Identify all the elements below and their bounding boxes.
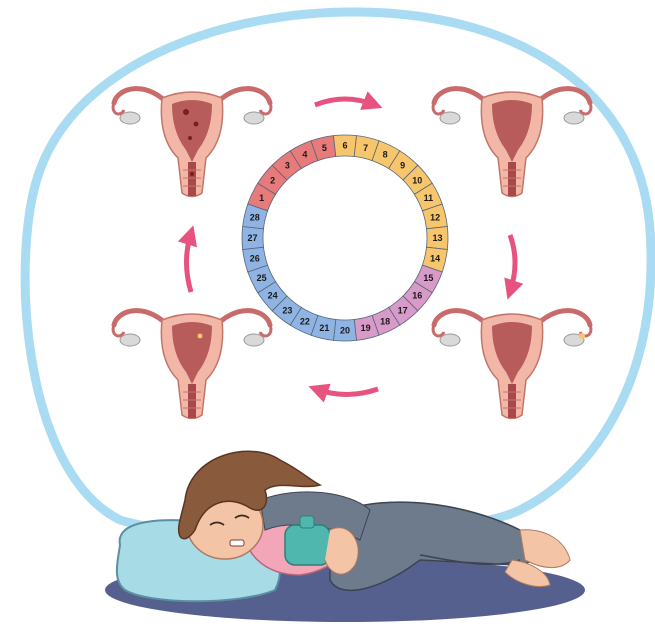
cycle-day-label-23: 23 [282, 305, 292, 315]
cycle-day-label-5: 5 [322, 143, 327, 153]
cycle-day-label-9: 9 [400, 161, 405, 171]
cycle-day-label-11: 11 [424, 193, 434, 203]
cycle-day-label-21: 21 [319, 323, 329, 333]
cycle-day-label-18: 18 [380, 316, 390, 326]
cycle-day-label-13: 13 [432, 233, 442, 243]
cycle-day-label-10: 10 [412, 175, 422, 185]
cycle-day-label-17: 17 [398, 305, 408, 315]
cycle-day-label-28: 28 [250, 212, 260, 222]
cycle-day-label-6: 6 [342, 141, 347, 151]
cycle-day-label-15: 15 [423, 273, 433, 283]
cycle-day-label-8: 8 [383, 150, 388, 160]
cycle-day-label-3: 3 [285, 161, 290, 171]
cycle-day-label-27: 27 [247, 233, 257, 243]
cycle-day-label-1: 1 [259, 193, 264, 203]
hot-water-bottle [285, 525, 330, 565]
cycle-day-label-7: 7 [363, 143, 368, 153]
cycle-day-label-26: 26 [250, 254, 260, 264]
cycle-day-label-12: 12 [430, 212, 440, 222]
cycle-day-label-22: 22 [300, 316, 310, 326]
cycle-day-label-24: 24 [268, 291, 278, 301]
cycle-day-label-4: 4 [302, 150, 307, 160]
cycle-day-label-25: 25 [257, 273, 267, 283]
cycle-day-label-2: 2 [270, 175, 275, 185]
cycle-day-label-20: 20 [340, 326, 350, 336]
cycle-day-label-19: 19 [361, 323, 371, 333]
cycle-day-label-14: 14 [430, 254, 440, 264]
cycle-day-label-16: 16 [412, 291, 422, 301]
